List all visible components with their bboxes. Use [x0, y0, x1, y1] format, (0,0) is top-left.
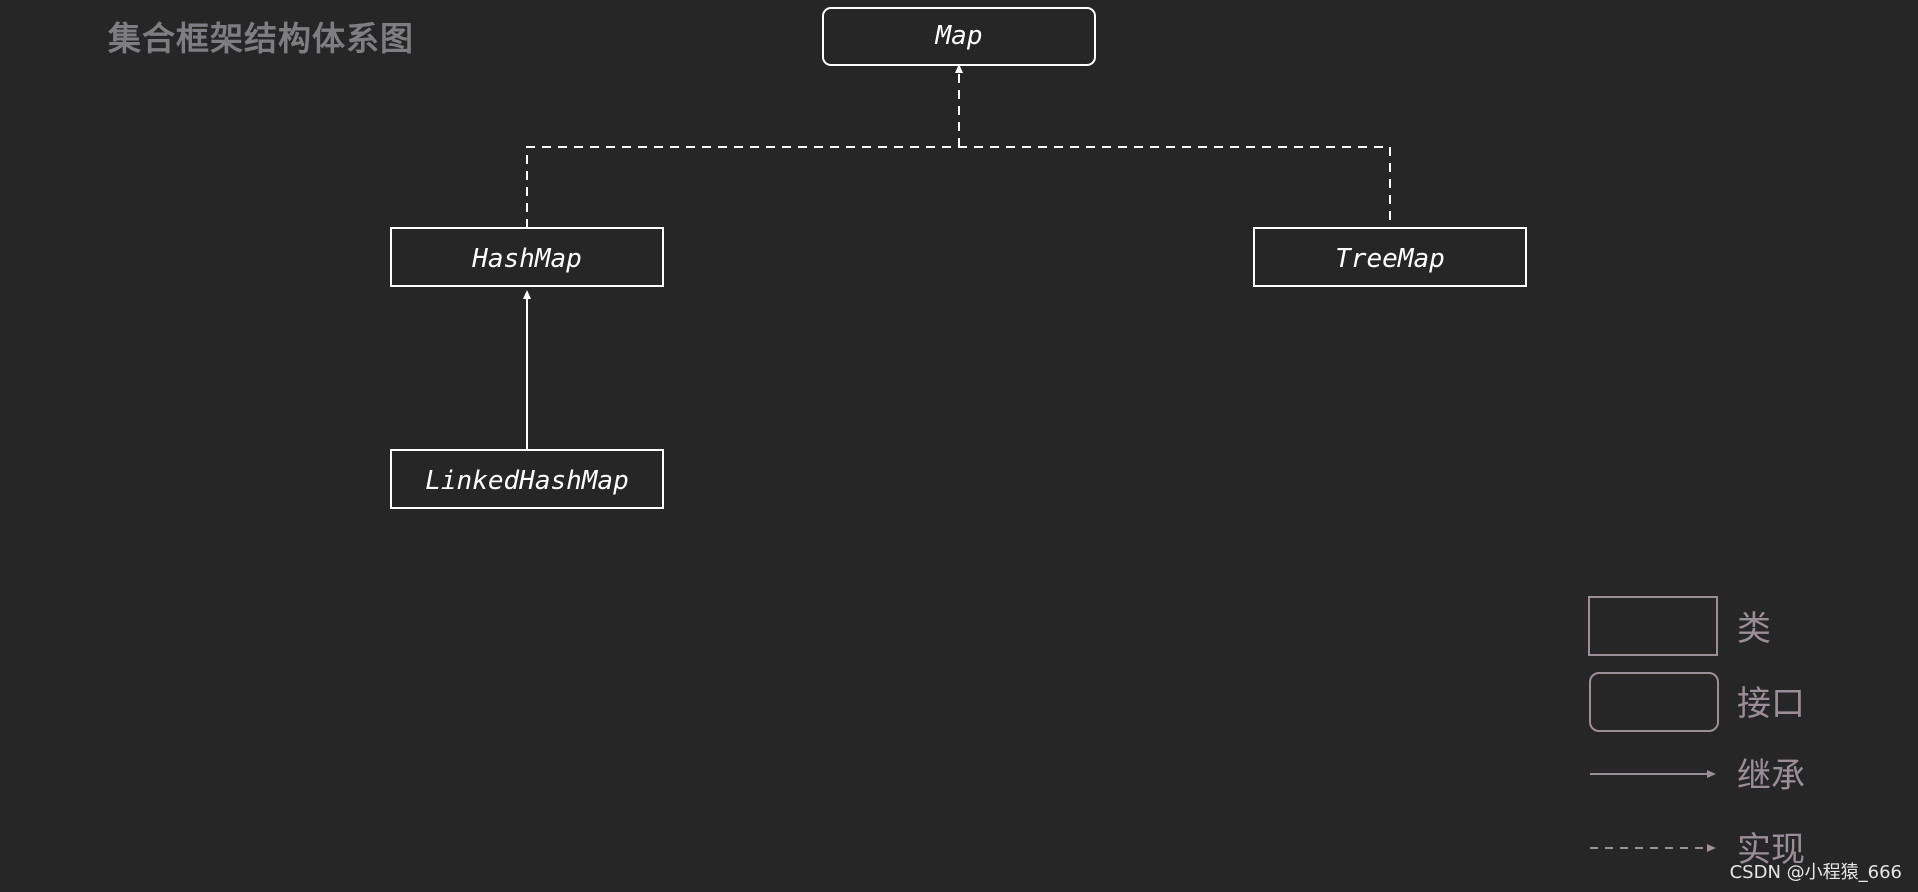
node-treemap-label: TreeMap: [1335, 244, 1445, 274]
legend-interface-label: 接口: [1737, 684, 1805, 724]
node-linkedhashmap-label: LinkedHashMap: [425, 466, 629, 496]
node-hashmap[interactable]: HashMap: [390, 227, 664, 287]
node-hashmap-label: HashMap: [471, 244, 582, 274]
node-map[interactable]: Map: [822, 7, 1096, 66]
node-linkedhashmap[interactable]: LinkedHashMap: [390, 449, 664, 509]
legend-class-swatch: [1588, 596, 1718, 656]
legend-interface-swatch: [1589, 672, 1719, 732]
legend-implement: 实现: [1590, 830, 1805, 870]
legend-inherit-label: 继承: [1737, 756, 1805, 796]
legend: 类 接口 继承 实现: [1588, 596, 1805, 870]
node-map-label: Map: [935, 21, 983, 51]
page-title: 集合框架结构体系图: [108, 19, 414, 58]
legend-implement-label: 实现: [1737, 830, 1805, 870]
legend-class-label: 类: [1737, 609, 1771, 649]
legend-class: 类: [1588, 596, 1771, 656]
legend-inherit: 继承: [1590, 756, 1805, 796]
node-treemap[interactable]: TreeMap: [1253, 227, 1527, 287]
legend-interface: 接口: [1589, 672, 1805, 732]
watermark: CSDN @小程猿_666: [1729, 862, 1902, 883]
implements-connector: [526, 64, 1391, 228]
